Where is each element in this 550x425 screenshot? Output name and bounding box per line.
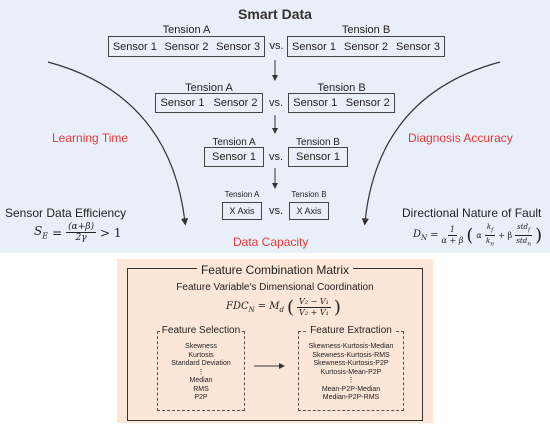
feature-extraction-list: Skewness-Kurtosis-Median Skewness-Kurtos… bbox=[298, 343, 404, 403]
row4-vs: vs. bbox=[268, 205, 284, 217]
row1-vs: vs. bbox=[269, 40, 284, 52]
list-item: Skewness-Kurtosis-RMS bbox=[312, 351, 390, 359]
sensor-label: Sensor 3 bbox=[216, 40, 261, 53]
sensor-label: Sensor 2 bbox=[164, 40, 209, 53]
row4-tension-b-label: Tension B bbox=[291, 190, 327, 199]
list-item: ⋮ bbox=[197, 368, 205, 376]
row2-tension-a-box: Sensor 1 Sensor 2 bbox=[155, 93, 263, 113]
list-item: ⋮ bbox=[347, 377, 355, 384]
sensor-label: Sensor 2 bbox=[345, 97, 390, 109]
row2-tension-b-label: Tension B bbox=[317, 82, 366, 94]
sensor-label: Sensor 1 bbox=[112, 40, 157, 53]
list-item: RMS bbox=[193, 385, 209, 393]
data-capacity-label: Data Capacity bbox=[233, 235, 309, 249]
sensor-label: Sensor 1 bbox=[293, 97, 338, 109]
row1-tension-a-label: Tension A bbox=[162, 24, 211, 36]
row2-vs: vs. bbox=[268, 97, 284, 109]
right-curve bbox=[361, 61, 501, 226]
diagnosis-accuracy-label: Diagnosis Accuracy bbox=[408, 131, 513, 145]
row1-tension-b-box: Sensor 1 Sensor 2 Sensor 3 bbox=[287, 36, 445, 57]
list-item: Kurtosis bbox=[188, 351, 214, 359]
sensor-label: Sensor 1 bbox=[291, 40, 337, 53]
feature-extraction-title: Feature Extraction bbox=[308, 325, 394, 336]
directional-nature-label: Directional Nature of Fault bbox=[402, 206, 542, 220]
page-title: Smart Data bbox=[238, 6, 312, 22]
sensor-data-efficiency-label: Sensor Data Efficiency bbox=[5, 206, 127, 220]
row3-tension-a-box: Sensor 1 bbox=[204, 147, 264, 167]
list-item: Standard Deviation bbox=[171, 360, 231, 367]
row4-tension-a-label: Tension A bbox=[224, 190, 260, 199]
list-item: Mean-P2P-Median bbox=[321, 385, 381, 393]
row1-tension-a-box: Sensor 1 Sensor 2 Sensor 3 bbox=[108, 36, 265, 57]
list-item: Skewness bbox=[185, 343, 217, 350]
selection-to-extraction-arrow bbox=[254, 363, 285, 369]
row4-tension-b-box: X Axis bbox=[289, 202, 329, 220]
matrix-subtitle: Feature Variable's Dimensional Coordinat… bbox=[176, 282, 374, 293]
feature-selection-title: Feature Selection bbox=[159, 325, 243, 336]
row3-vs: vs. bbox=[268, 151, 284, 163]
axis-label: X Axis bbox=[229, 206, 255, 216]
diagram-connectors bbox=[47, 60, 501, 226]
row2-tension-b-box: Sensor 1 Sensor 2 bbox=[288, 93, 395, 113]
feature-matrix-panel bbox=[117, 259, 433, 423]
row1-tension-b-label: Tension B bbox=[341, 24, 391, 36]
left-curve bbox=[47, 61, 189, 226]
feature-selection-list: Skewness Kurtosis Standard Deviation ⋮ M… bbox=[157, 343, 245, 403]
sensor-label: Sensor 1 bbox=[211, 151, 257, 163]
list-item: Skewness-Kurtosis-Median bbox=[308, 343, 394, 350]
row4-tension-a-box: X Axis bbox=[222, 202, 262, 220]
sensor-label: Sensor 3 bbox=[395, 40, 441, 53]
sensor-efficiency-formula: SE = (α+β)2γ > 1 bbox=[34, 222, 122, 243]
row3-tension-a-label: Tension A bbox=[212, 137, 256, 148]
sensor-label: Sensor 1 bbox=[160, 97, 205, 109]
row3-tension-b-label: Tension B bbox=[296, 137, 340, 148]
matrix-title: Feature Combination Matrix bbox=[127, 263, 423, 277]
learning-time-label: Learning Time bbox=[52, 131, 129, 145]
row2-tension-a-label: Tension A bbox=[185, 82, 233, 94]
axis-label: X Axis bbox=[296, 206, 322, 216]
list-item: Skewness-Kurtosis-P2P bbox=[313, 360, 389, 367]
sensor-label: Sensor 2 bbox=[213, 97, 258, 109]
list-item: Kurtosis-Mean-P2P bbox=[320, 368, 382, 376]
list-item: Median-P2P-RMS bbox=[322, 394, 380, 401]
sensor-label: Sensor 1 bbox=[295, 151, 341, 163]
sensor-label: Sensor 2 bbox=[343, 40, 389, 53]
list-item: P2P bbox=[194, 394, 208, 401]
list-item: Median bbox=[189, 377, 213, 384]
row3-tension-b-box: Sensor 1 bbox=[288, 147, 348, 167]
